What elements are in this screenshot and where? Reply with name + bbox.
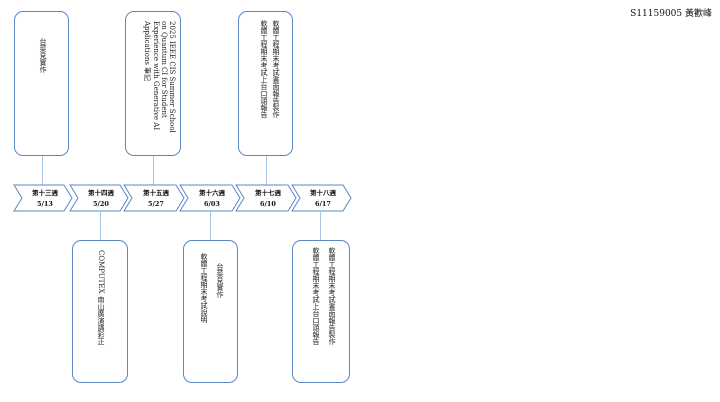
card-week-17: 軟體工程期末考試書面報告製作 軟體工程期末考試上台口頭報告 bbox=[238, 11, 293, 156]
card-week-18: 軟體工程期末考試書面報告製作 軟體工程期末考試上台口頭報告 bbox=[292, 240, 350, 383]
connector-w14 bbox=[100, 212, 101, 240]
week-14-date: 5/20 bbox=[93, 200, 109, 208]
week-18-arrow bbox=[291, 184, 352, 212]
card-week-15-line-4: Applications 筆記 bbox=[143, 21, 152, 82]
week-16-arrow bbox=[179, 184, 241, 212]
week-17-label: 第十七週 bbox=[255, 189, 281, 197]
card-week-15-text: 2025 IEEE CIS Summer School on Quantum C… bbox=[143, 21, 176, 147]
card-week-13-line-1: 台菜見實作 bbox=[39, 38, 47, 73]
card-week-14-line-1: COMPUTEX 南山廣演講彩正 bbox=[97, 250, 105, 345]
card-week-15: 2025 IEEE CIS Summer School on Quantum C… bbox=[125, 11, 181, 156]
week-15-label: 第十五週 bbox=[143, 189, 169, 197]
week-15-arrow bbox=[123, 184, 185, 212]
week-17-arrow bbox=[235, 184, 297, 212]
week-16-date: 6/03 bbox=[204, 200, 220, 208]
week-13-arrow bbox=[13, 184, 73, 212]
week-17-date: 6/10 bbox=[260, 200, 276, 208]
card-week-14: COMPUTEX 南山廣演講彩正 bbox=[72, 240, 128, 383]
card-week-17-line-1: 軟體工程期末考試書面報告製作 bbox=[272, 20, 280, 118]
connector-w15 bbox=[153, 155, 154, 185]
connector-w13 bbox=[42, 155, 43, 185]
connector-w18 bbox=[320, 212, 321, 240]
card-week-16: 台菜見實作 軟體工程期末考試說明 bbox=[183, 240, 238, 383]
connector-w17 bbox=[266, 155, 267, 185]
week-15-date: 5/27 bbox=[148, 200, 164, 208]
week-18-date: 6/17 bbox=[315, 200, 331, 208]
card-week-16-line-2: 軟體工程期末考試說明 bbox=[200, 253, 208, 323]
week-14-label: 第十四週 bbox=[88, 189, 114, 197]
week-16-label: 第十六週 bbox=[199, 189, 225, 197]
connector-w16 bbox=[210, 212, 211, 240]
week-18-label: 第十八週 bbox=[310, 189, 336, 197]
card-week-15-line-2: on Quantum CI for Student bbox=[159, 21, 168, 118]
card-week-18-line-1: 軟體工程期末考試書面報告製作 bbox=[328, 247, 336, 345]
week-14-arrow bbox=[69, 184, 129, 212]
student-id-label: S11159005 黃歡峰 bbox=[630, 9, 712, 19]
card-week-13: 台菜見實作 bbox=[14, 11, 69, 156]
card-week-15-line-3: Experience with Generative AI bbox=[151, 21, 160, 131]
card-week-18-line-2: 軟體工程期末考試上台口頭報告 bbox=[312, 247, 320, 345]
card-week-17-line-2: 軟體工程期末考試上台口頭報告 bbox=[260, 20, 268, 118]
card-week-15-line-1: 2025 IEEE CIS Summer School bbox=[168, 21, 176, 133]
card-week-16-line-1: 台菜見實作 bbox=[216, 263, 224, 298]
week-13-date: 5/13 bbox=[37, 200, 53, 208]
week-13-label: 第十三週 bbox=[32, 189, 58, 197]
